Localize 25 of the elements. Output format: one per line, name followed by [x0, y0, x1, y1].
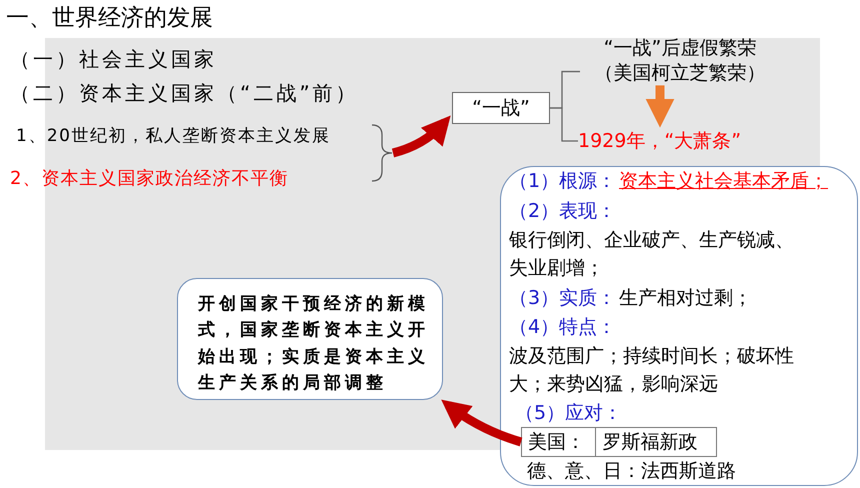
note-text: “一战”后虚假繁荣（美国柯立芝繁荣）	[580, 36, 780, 86]
section-heading: （2）表现：	[509, 199, 616, 224]
text-box: “一战”	[452, 92, 550, 124]
section-heading: （5）应对：	[515, 401, 622, 426]
body-text: 波及范围广；持续时间长；破坏性大；来势凶猛，影响深远	[509, 344, 795, 397]
table-cell: 罗斯福新政	[595, 427, 717, 457]
heading-text: （一）社会主义国家	[10, 46, 217, 73]
highlight-text: 资本主义社会基本矛盾；	[619, 169, 828, 194]
arrow	[646, 85, 674, 128]
section-heading: （4）特点：	[509, 315, 616, 340]
rounded-box	[500, 166, 858, 486]
title: 一、世界经济的发展	[6, 4, 213, 33]
body-text: 德、意、日：法西斯道路	[527, 459, 736, 484]
body-text: 银行倒闭、企业破产、生产锐减、失业剧增；	[509, 228, 795, 281]
arrow	[392, 116, 451, 158]
callout-box: 开创国家干预经济的新模式，国家垄断资本主义开始出现；实质是资本主义生产关系的局部调整	[177, 278, 443, 400]
highlight-text: 1929年，“大萧条”	[578, 128, 742, 154]
item-text: 1、20世纪初，私人垄断资本主义发展	[16, 124, 330, 147]
body-text: 生产相对过剩；	[619, 286, 752, 311]
item-text: 2、资本主义国家政治经济不平衡	[10, 166, 288, 190]
connector-line	[550, 107, 578, 142]
heading-text: （二）资本主义国家（“二战”前）	[10, 80, 359, 107]
table-cell: 美国：	[521, 427, 597, 457]
section-heading: （3）实质：	[509, 286, 616, 311]
section-heading: （1）根源：	[509, 169, 616, 194]
